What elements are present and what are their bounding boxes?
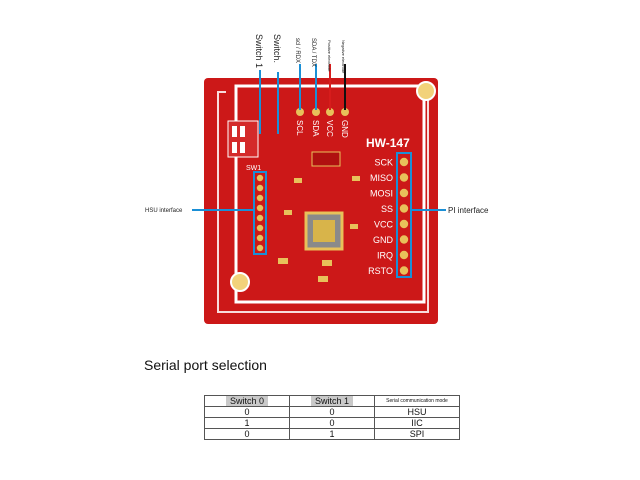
table-cell: 0 bbox=[289, 417, 375, 429]
spi-pin-pad bbox=[399, 188, 409, 198]
hsu-pin-pad bbox=[256, 244, 264, 252]
spi-pin-pad bbox=[399, 173, 409, 182]
spi-pin-label: IRQ bbox=[377, 251, 393, 261]
header-pad bbox=[326, 108, 334, 116]
header-pad bbox=[341, 108, 349, 116]
table-cell: IIC bbox=[374, 417, 460, 429]
hsu-header bbox=[253, 171, 267, 255]
spi-pin-pad bbox=[399, 250, 409, 260]
section-caption: Serial port selection bbox=[144, 357, 267, 373]
header-silkscreen-label: SDA bbox=[311, 120, 320, 137]
hsu-pin-pad bbox=[256, 204, 264, 212]
spi-header bbox=[396, 152, 412, 278]
antenna-trace-inner bbox=[217, 91, 429, 313]
spi-pin-pad bbox=[399, 235, 409, 244]
table-cell: 0 bbox=[204, 428, 290, 440]
hsu-pin-pad bbox=[256, 214, 264, 222]
spi-pin-pad bbox=[399, 157, 409, 167]
table-header-row: Switch 0 Switch 1 Serial communication m… bbox=[204, 395, 460, 407]
header-pad bbox=[296, 108, 304, 116]
table-cell: 1 bbox=[204, 417, 290, 429]
table-cell: SPI bbox=[374, 428, 460, 440]
callout-negative: Negative electrode bbox=[341, 40, 346, 74]
mounting-hole-top bbox=[416, 81, 436, 101]
table-row: 0 1 SPI bbox=[204, 428, 460, 440]
serial-mode-table: Switch 0 Switch 1 Serial communication m… bbox=[204, 395, 460, 440]
table-row: 0 0 HSU bbox=[204, 406, 460, 418]
header-silkscreen-label: VCC bbox=[325, 120, 334, 137]
header-switch0: Switch 0 bbox=[204, 395, 290, 407]
hsu-pin-pad bbox=[256, 184, 264, 192]
spi-pin-label: MISO bbox=[370, 173, 393, 183]
callout-switch1: Switch 1 bbox=[254, 34, 264, 68]
spi-pin-label: GND bbox=[373, 235, 394, 245]
spi-pin-label: VCC bbox=[374, 220, 394, 230]
spi-pin-label: SS bbox=[381, 204, 393, 214]
header-silkscreen-label: SCL bbox=[295, 120, 304, 136]
header-silkscreen-label: GND bbox=[340, 120, 349, 138]
hsu-pin-pad bbox=[256, 224, 264, 232]
table-cell: HSU bbox=[374, 406, 460, 418]
callout-sda-tdx: SDA / TDX bbox=[310, 38, 316, 67]
callout-hsu-interface: HSU interface bbox=[145, 208, 183, 214]
pcb-board bbox=[204, 78, 438, 324]
spi-pin-label: SCK bbox=[374, 158, 393, 168]
callout-switch0: Switch. bbox=[272, 34, 282, 63]
table-cell: 0 bbox=[204, 406, 290, 418]
switch-silkscreen: SW1 bbox=[246, 165, 261, 172]
spi-pin-pad bbox=[399, 219, 409, 229]
model-label: HW-147 bbox=[366, 136, 410, 150]
hsu-pin-pad bbox=[256, 194, 264, 202]
antenna-trace bbox=[234, 84, 426, 304]
table-cell: 0 bbox=[289, 406, 375, 418]
header-pad bbox=[312, 108, 320, 116]
spi-pin-pad bbox=[399, 266, 409, 275]
table-cell: 1 bbox=[289, 428, 375, 440]
callout-scl-rdx: scl / RDX bbox=[294, 38, 300, 63]
mounting-hole-bottom bbox=[230, 272, 250, 292]
module-diagram: SW1 SCL SDA VCC GND HW-147 SCK MISO MOSI SS VCC… bbox=[145, 34, 489, 324]
header-switch1: Switch 1 bbox=[289, 395, 375, 407]
callout-pi-interface: PI interface bbox=[448, 206, 489, 215]
hsu-pin-pad bbox=[256, 174, 264, 182]
callout-positive: Positive electrode bbox=[327, 40, 332, 72]
table-row: 1 0 IIC bbox=[204, 417, 460, 429]
header-mode: Serial communication mode bbox=[374, 395, 460, 407]
spi-pin-label: MOSI bbox=[370, 189, 393, 199]
spi-pin-label: RSTO bbox=[368, 266, 393, 276]
hsu-pin-pad bbox=[256, 234, 264, 242]
spi-pin-pad bbox=[399, 204, 409, 213]
